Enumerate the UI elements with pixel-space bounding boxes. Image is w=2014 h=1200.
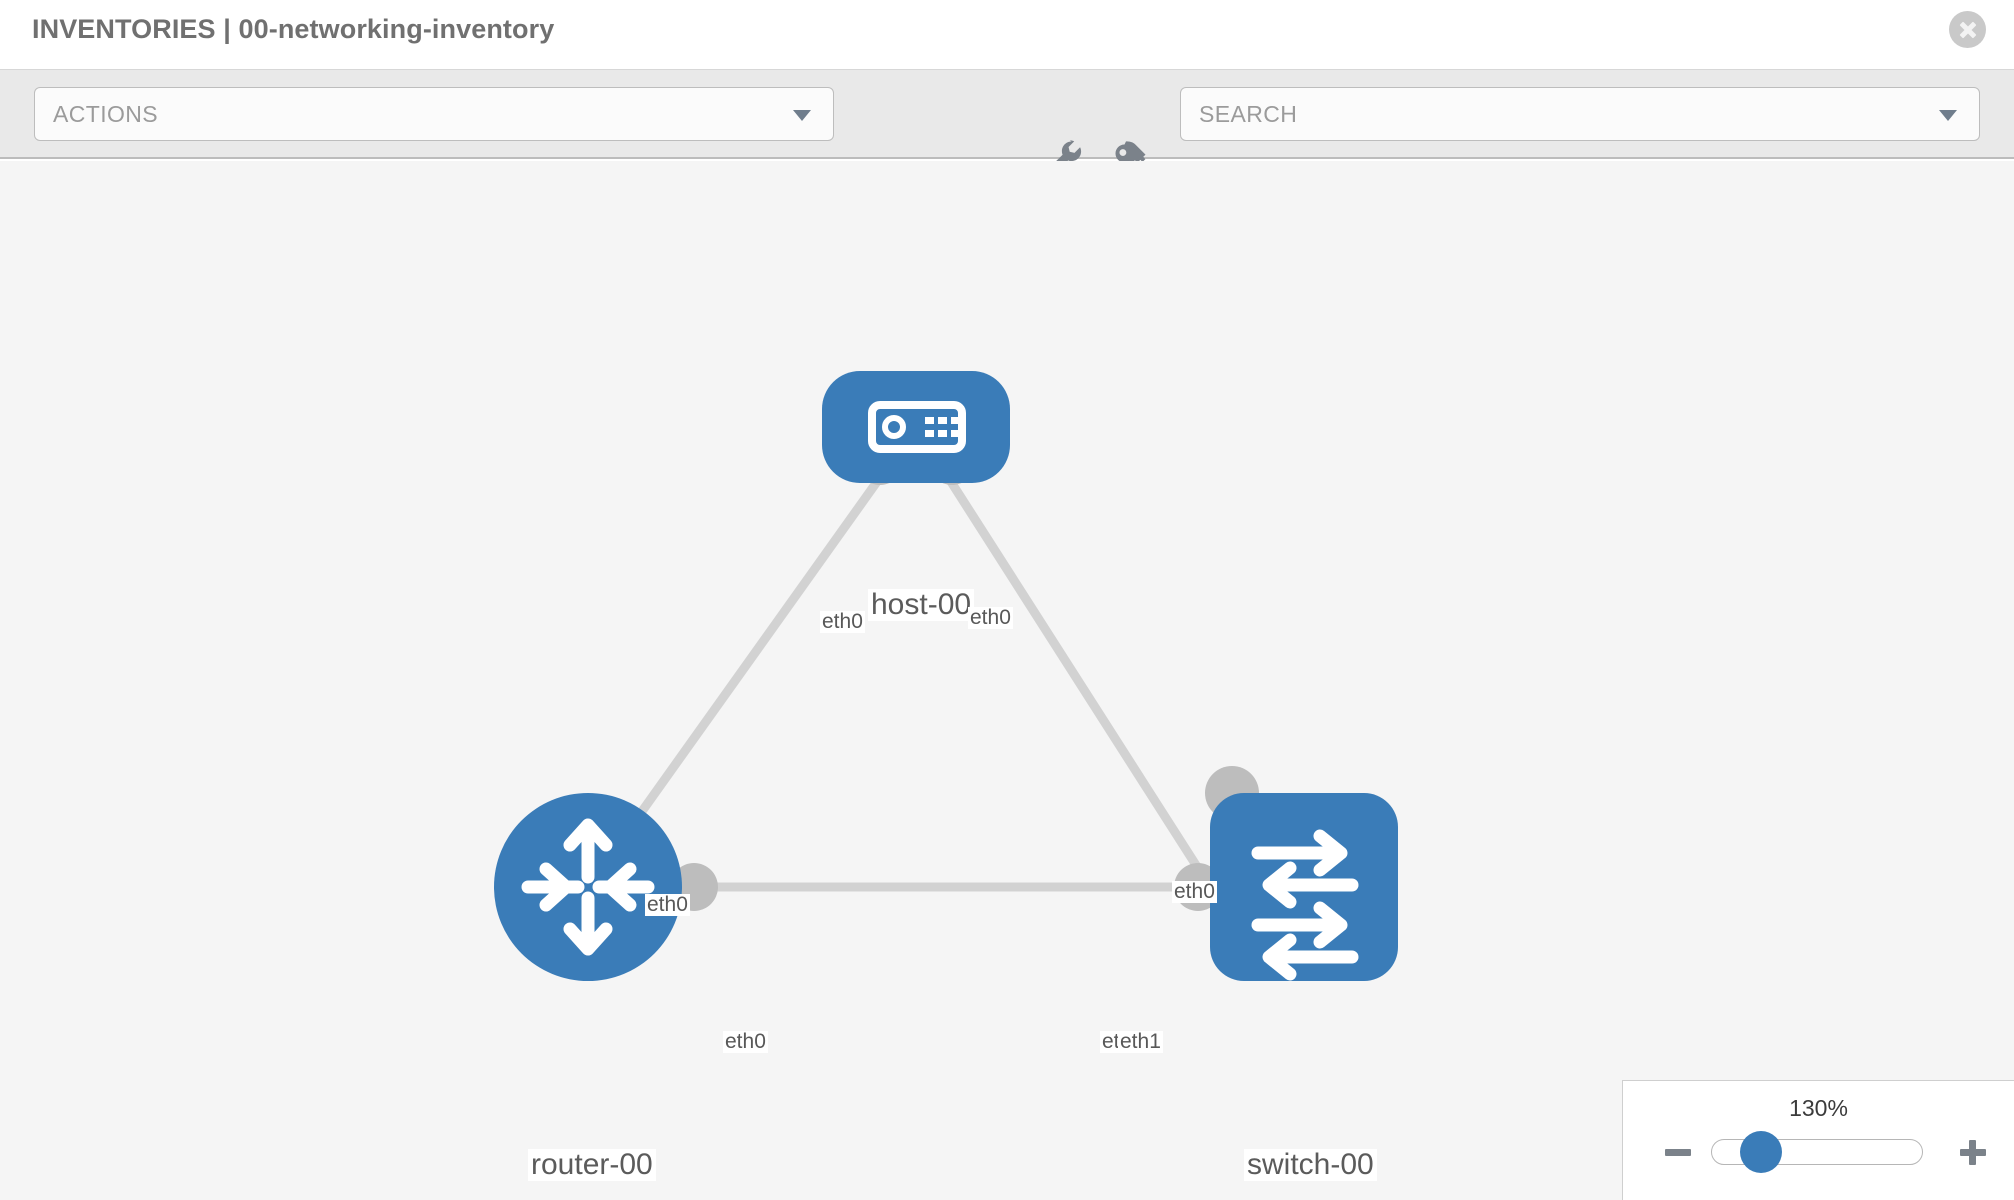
topology-graph [494,371,1398,981]
chevron-down-icon [793,110,811,121]
iface-label-host00-right[interactable]: eth0 [968,606,1013,630]
iface-label-router00-uplink[interactable]: eth0 [645,893,690,917]
node-router-00 [494,793,682,981]
node-label-switch-00[interactable]: switch-00 [1244,1149,1377,1181]
link-host00-switch00 [912,424,1214,890]
node-label-host-00[interactable]: host-00 [868,589,975,621]
node-host-00 [822,371,1010,483]
chevron-down-icon[interactable] [1939,110,1957,121]
zoom-control-panel: 130% [1622,1080,2014,1200]
iface-label-switch00-eth1[interactable]: eth1 [1118,1030,1163,1054]
router-arrows-icon [521,818,655,956]
node-switch-00 [1210,793,1398,981]
zoom-level-value: 130% [1789,1095,1848,1121]
search-input[interactable] [1197,88,1897,140]
actions-dropdown[interactable]: ACTIONS [34,87,834,141]
key-icon[interactable] [1108,135,1154,181]
close-icon[interactable] [1949,11,1986,48]
link-host00-router00 [584,424,920,890]
zoom-out-button[interactable] [1663,1137,1693,1167]
page-header: INVENTORIES | 00-networking-inventory [0,0,2014,70]
toolbar: ACTIONS [0,70,2014,175]
search-box[interactable] [1180,87,1980,141]
iface-label-switch00-uplink[interactable]: eth0 [1172,880,1217,904]
iface-label-host00-left[interactable]: eth0 [820,610,865,634]
node-label-router-00[interactable]: router-00 [528,1149,656,1181]
page-title: INVENTORIES | 00-networking-inventory [32,14,555,44]
topology-canvas[interactable]: host-00 router-00 switch-00 eth0 eth0 et… [0,161,2014,1200]
switch-arrows-icon [1251,829,1359,981]
actions-dropdown-label: ACTIONS [53,101,159,127]
zoom-in-button[interactable] [1958,1137,1988,1167]
zoom-slider-thumb[interactable] [1740,1131,1782,1173]
topology-links [584,424,1214,892]
iface-label-router00-eth0[interactable]: eth0 [723,1030,768,1054]
server-icon [868,401,966,453]
